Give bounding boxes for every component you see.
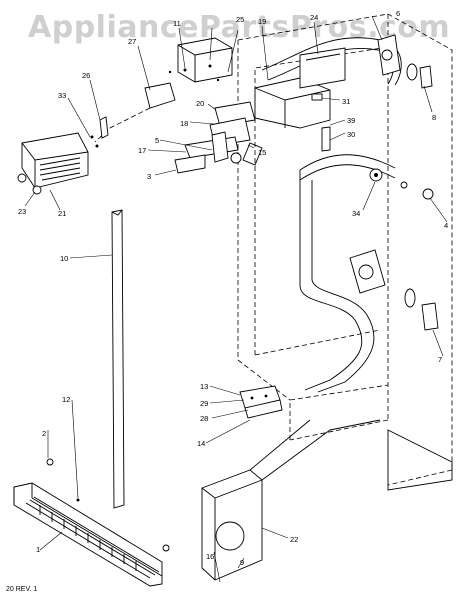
- kick-plate-grille: [13, 458, 170, 587]
- callout-1: 1: [36, 545, 40, 554]
- callout-24: 24: [310, 13, 318, 22]
- callout-18: 18: [180, 119, 188, 128]
- callout-26: 26: [82, 71, 90, 80]
- damper-assembly: [174, 101, 263, 174]
- callout-4: 4: [444, 221, 448, 230]
- callout-6: 6: [396, 9, 400, 18]
- callout-13: 13: [200, 382, 208, 391]
- control-housing: [254, 47, 346, 129]
- callout-21: 21: [58, 209, 66, 218]
- callout-15: 15: [258, 148, 266, 157]
- callout-7: 7: [438, 355, 442, 364]
- callout-11: 11: [173, 19, 181, 28]
- callout-23: 23: [18, 207, 26, 216]
- callout-14: 14: [197, 439, 205, 448]
- callout-3: 3: [147, 172, 151, 181]
- callout-19: 19: [258, 17, 266, 26]
- callout-31: 31: [342, 97, 350, 106]
- callout-33: 33: [58, 91, 66, 100]
- right-side-parts: [321, 34, 439, 331]
- bottom-hinge: [239, 385, 283, 419]
- callout-25: 25: [236, 15, 244, 24]
- callout-20: 20: [196, 99, 204, 108]
- callout-39: 39: [347, 116, 355, 125]
- callout-5: 5: [155, 136, 159, 145]
- callout-28: 28: [200, 414, 208, 423]
- callout-12: 12: [62, 395, 70, 404]
- trim-strip: [76, 209, 125, 509]
- fan-shroud: [201, 419, 381, 581]
- bracket-assembly: [94, 37, 233, 143]
- callout-29: 29: [200, 399, 208, 408]
- callout-9: 9: [240, 558, 244, 567]
- cabinet-liner: [237, 13, 453, 491]
- screws-26-33: [90, 116, 109, 148]
- callout-30: 30: [347, 130, 355, 139]
- callout-labels: 1 2 3 4 5 6 7 8 9 10 11 12 13 14 15 16 1…: [18, 9, 448, 567]
- callout-27: 27: [128, 37, 136, 46]
- callout-16: 16: [206, 552, 214, 561]
- callout-8: 8: [432, 113, 436, 122]
- callout-22: 22: [290, 535, 298, 544]
- callout-10: 10: [60, 254, 68, 263]
- callout-2: 2: [42, 429, 46, 438]
- revision-label: 20 REV. 1: [6, 586, 38, 593]
- control-panel: [17, 132, 89, 195]
- callout-17: 17: [138, 146, 146, 155]
- leader-lines: [24, 15, 448, 583]
- callout-34: 34: [352, 209, 360, 218]
